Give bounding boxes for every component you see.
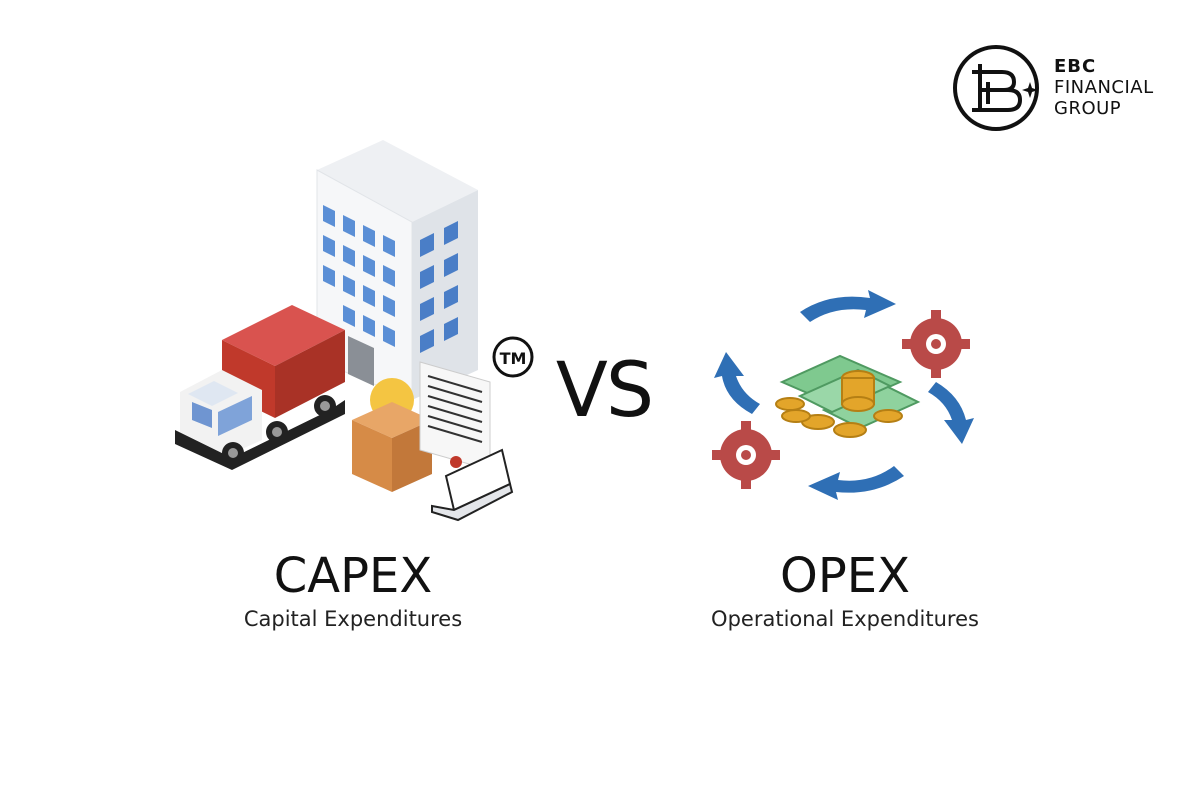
opex-illustration xyxy=(712,290,974,500)
logo-wordmark: EBC FINANCIAL GROUP xyxy=(1054,56,1154,119)
trademark-icon: TM xyxy=(492,336,534,378)
document-icon xyxy=(419,361,491,471)
opex-subtitle: Operational Expenditures xyxy=(711,607,979,631)
ebc-monogram-icon xyxy=(953,45,1039,131)
logo-line-2: GROUP xyxy=(1054,98,1122,119)
svg-text:TM: TM xyxy=(500,349,527,368)
capex-label-block: CAPEX Capital Expenditures xyxy=(203,548,503,632)
ebc-logo: EBC FINANCIAL GROUP xyxy=(950,42,1170,134)
opex-label-block: OPEX Operational Expenditures xyxy=(695,548,995,632)
money-stack-icon xyxy=(775,354,921,438)
opex-title: OPEX xyxy=(780,548,910,604)
logo-line-1: FINANCIAL xyxy=(1054,77,1154,98)
gear-icon xyxy=(712,310,970,489)
capex-title: CAPEX xyxy=(273,548,433,604)
capex-subtitle: Capital Expenditures xyxy=(243,607,463,631)
laptop-icon xyxy=(431,448,514,522)
delivery-truck-icon xyxy=(175,305,345,470)
vs-label: VS xyxy=(555,345,654,434)
cycle-arrows-icon xyxy=(714,290,974,500)
logo-brand: EBC xyxy=(1054,56,1097,77)
